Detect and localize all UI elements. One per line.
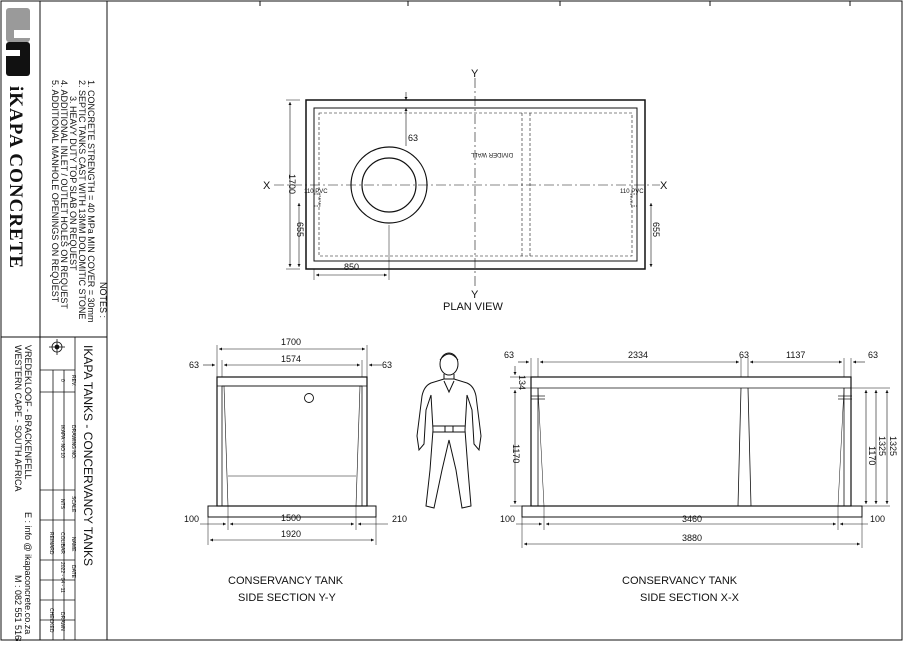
yy-dim-inner: 1574 (281, 354, 301, 364)
yy-caption-1: CONSERVANCY TANK (228, 575, 344, 587)
section-xx (510, 358, 890, 548)
drawn-label: DRAWN (59, 612, 65, 631)
notes-block: NOTES : 1. CONCRETE STRENGTH = 40 MPa MI… (50, 80, 108, 323)
plan-axis-x-left: X (263, 180, 271, 192)
xx-dim-span-1: 2334 (628, 350, 648, 360)
human-scale-figure (416, 352, 482, 509)
plan-divider-label: DIVIDER WALL (470, 151, 513, 157)
scale-value: NTS (59, 499, 65, 510)
yy-dim-foot-right: 210 (392, 514, 407, 524)
yy-dim-base-overall: 1920 (281, 529, 301, 539)
xx-dim-right-wall: 63 (868, 350, 878, 360)
plan-view-caption: PLAN VIEW (443, 301, 504, 313)
drawing-no-label: DRAWING NO. (70, 425, 76, 459)
note-2: 2. SEPTIC TANKS CAST WITH 13MM DOLOMITIC… (77, 80, 87, 319)
xx-dim-mid-wall: 63 (739, 350, 749, 360)
note-4: 4. ADDITIONAL INLET / OUTLET HOLES ON RE… (59, 80, 69, 309)
note-1: 1. CONCRETE STRENGTH = 40 MPa MIN COVER … (86, 80, 96, 323)
name-role-2: REINARD (48, 532, 54, 555)
scale-label: SCALE (70, 496, 76, 513)
yy-dim-right-wall: 63 (382, 360, 392, 370)
note-3: 3. HEAVY DUTY TOP SLAB ON REQUEST (68, 96, 78, 271)
address-line-2: WESTERN CAPE - SOUTH AFRICA (13, 345, 23, 492)
xx-dim-base-overall: 3880 (682, 533, 702, 543)
plan-axis-y-top: Y (471, 68, 479, 80)
xx-dim-inner-height: 1170 (511, 444, 521, 463)
yy-dim-base-inner: 1500 (281, 513, 301, 523)
section-yy (200, 345, 388, 545)
company-name: iKAPA CONCRETE (5, 86, 26, 269)
xx-caption-2: SIDE SECTION X-X (640, 592, 740, 604)
plan-dim-bottom-right: 655 (651, 222, 661, 237)
contact-mobile: M : 082 551 5168 (13, 575, 23, 641)
xx-caption-1: CONSERVANCY TANK (622, 575, 738, 587)
north-symbol (49, 339, 65, 355)
xx-dim-top-slab: 134 (517, 375, 527, 390)
xx-dim-left-wall: 63 (504, 350, 514, 360)
xx-dim-base-inner: 3460 (682, 514, 702, 524)
plan-view (274, 78, 660, 288)
company-logo (3, 4, 39, 332)
drawing-no-value: IKAPA - NO 10 (59, 425, 65, 458)
xx-dim-right-mid: 1325 (877, 436, 887, 456)
xx-dim-foot-left: 100 (500, 514, 515, 524)
rev-value: 0 (59, 379, 65, 382)
name-label: NAME (70, 537, 76, 552)
yy-dim-left-wall: 63 (189, 360, 199, 370)
plan-axis-x-right: X (660, 180, 668, 192)
contact-email: E : info @ ikapaconcrete.co.za (23, 512, 33, 634)
date-value: 2022 - 04 - 11 (59, 562, 65, 593)
notes-heading: NOTES : (98, 282, 108, 318)
xx-dim-right-outer: 1325 (888, 436, 898, 456)
checked-label: CHECKED (48, 608, 54, 633)
plan-pvc-right: 110 PVC (620, 189, 644, 195)
plan-pvc-left: 110 PVC (304, 189, 328, 195)
drawing-title: IKAPA TANKS - CONCERVANCY TANKS (81, 345, 95, 566)
plan-dim-manhole-x: 850 (344, 262, 359, 272)
name-role-1: COLIBAR (59, 532, 65, 554)
plan-dim-bottom-left: 655 (295, 222, 305, 237)
rev-label: REV. (70, 375, 76, 386)
address-line-1: VREDEKLOOF - BRACKENFELL (23, 345, 33, 480)
plan-dim-top-offset: 63 (408, 133, 418, 143)
plan-axis-y-bottom: Y (471, 289, 479, 301)
date-label: DATE (70, 565, 76, 579)
note-5: 5. ADDITIONAL MANHOLE OPENINGS ON REQUES… (50, 80, 60, 303)
xx-dim-right-inner: 1170 (867, 446, 877, 465)
title-block (39, 337, 76, 640)
xx-dim-span-2: 1137 (786, 350, 805, 360)
yy-dim-foot-left: 100 (184, 514, 199, 524)
yy-dim-overall: 1700 (281, 337, 301, 347)
xx-dim-foot-right: 100 (870, 514, 885, 524)
plan-dim-width: 1700 (287, 174, 297, 194)
yy-caption-2: SIDE SECTION Y-Y (238, 592, 336, 604)
